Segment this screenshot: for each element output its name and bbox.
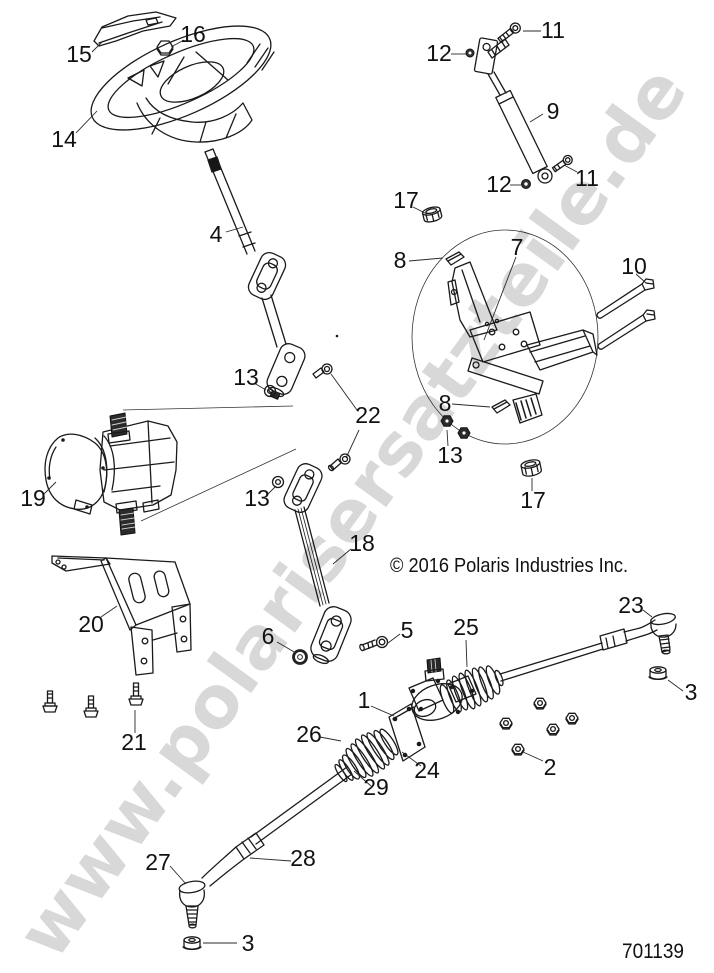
flange-nut-right-3 [648,666,668,680]
callout-22: 22 [355,402,381,428]
steering-wheel-cover [93,11,177,47]
callout-27: 27 [145,849,171,875]
callout-10: 10 [621,253,647,279]
callout-4: 4 [210,221,223,247]
copyright-text: © 2016 Polaris Industries Inc. [390,554,628,577]
support-bracket-weldment [447,261,598,424]
mount-bracket-detail-circle [411,229,599,445]
nylock-nut-a [263,384,277,398]
upper-steering-shaft [204,148,306,400]
callout-5: 5 [401,617,414,643]
bellows-left [341,728,399,780]
steering-damper [465,22,573,189]
callout-13-b: 13 [244,485,270,511]
callout-25: 25 [453,614,479,640]
callout-14: 14 [51,126,77,152]
pinion-input-shaft [424,657,445,682]
callout-8-upper: 8 [394,247,407,273]
intermediate-shaft [283,463,352,665]
jam-nut-6 [292,649,308,665]
steering-wheel-nut [156,40,174,56]
callout-11-lower: 11 [575,165,599,191]
bushing-lower [520,459,542,477]
callout-18: 18 [349,530,375,556]
rack-and-pinion [334,657,504,783]
bolt-5 [359,635,389,652]
damper-bolt-upper [497,22,521,44]
callout-12-upper: 12 [426,40,452,66]
hex-nuts-2 [499,697,579,756]
eps-mount-bracket [51,555,192,676]
eps-power-steering-unit [44,412,178,536]
callout-13-c: 13 [437,442,463,468]
callout-7: 7 [511,234,524,260]
damper-bolt-lower [551,154,573,173]
flange-nut-dark-pair [440,415,471,439]
pinch-bolt-lower [327,453,351,472]
callout-3-right: 3 [685,679,698,705]
callout-28: 28 [290,845,316,871]
callout-1: 1 [358,687,371,713]
alignment-lines [122,334,339,522]
rack-mount-plate [388,703,426,762]
bushing-upper [421,206,443,223]
callout-17-lower: 17 [520,487,546,513]
callout-2: 2 [544,754,557,780]
tie-rod-end-left [178,880,206,929]
callout-19: 19 [20,485,46,511]
callout-23: 23 [618,592,644,618]
retainer-clip-lower [491,399,511,414]
diagram-number: 701139 [622,940,684,963]
callout-9: 9 [547,98,560,124]
leader-lines [43,30,684,944]
pinch-bolt-upper [312,363,333,379]
callout-8-lower: 8 [439,390,452,416]
callout-13-a: 13 [233,364,259,390]
callout-16: 16 [180,21,206,47]
callout-29: 29 [363,774,389,800]
nylock-nut-b [271,475,285,489]
flange-bolts [42,682,144,718]
callout-labels: 1 2 3 3 4 5 6 7 8 8 9 10 11 11 12 12 13 … [20,17,697,956]
callout-6: 6 [262,623,275,649]
tie-rod-end-right [639,612,677,655]
callout-26: 26 [296,721,322,747]
bellows-right [439,665,504,714]
tie-rod-left [201,766,353,887]
callout-11-upper: 11 [541,17,565,43]
callout-21: 21 [121,729,147,755]
callout-12-lower: 12 [486,171,512,197]
callout-3-bottom: 3 [242,930,255,956]
steering-wheel [90,25,275,143]
callout-24: 24 [414,757,440,783]
callout-15: 15 [66,41,92,67]
boot-clamp-29 [334,759,354,783]
callout-17-upper: 17 [393,187,419,213]
rack-housing [408,675,477,721]
callout-20: 20 [78,611,104,637]
long-mount-bolts [596,278,656,350]
tie-rod-right [499,627,643,682]
flange-nut-bottom-3 [182,936,202,950]
retainer-clip-upper [445,251,465,266]
